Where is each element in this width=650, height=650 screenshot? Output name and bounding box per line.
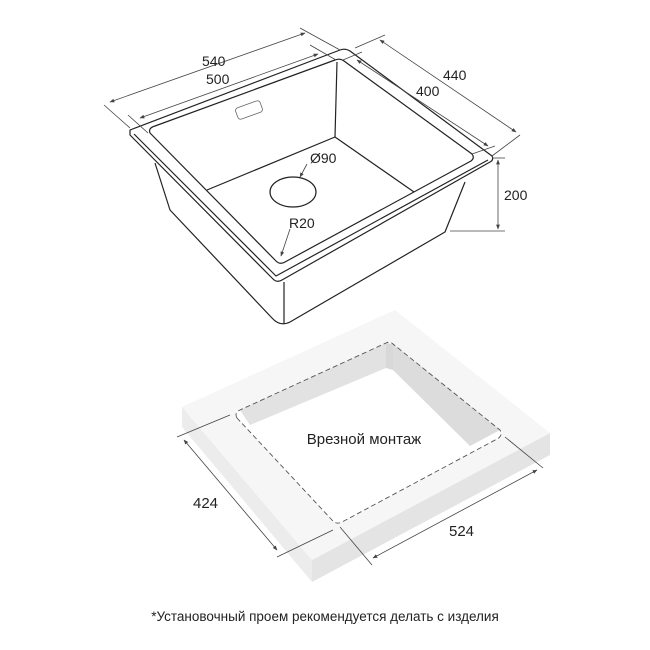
dim-524: 524: [449, 523, 474, 540]
slab-front-face: [312, 433, 550, 582]
dim-radius: R20: [289, 215, 315, 231]
cutout-label: Врезной монтаж: [307, 431, 421, 448]
dim-400: 400: [416, 83, 440, 99]
cutout-dashed-outline: [235, 341, 502, 524]
dim-200: 200: [504, 187, 528, 203]
dim-424: 424: [193, 495, 218, 512]
sink-body-outline: [154, 162, 466, 325]
brand-plate: [235, 100, 263, 120]
dim-500: 500: [206, 71, 230, 87]
sink-dimensions: 540 500 440 400 200 Ø90 R20: [103, 27, 528, 257]
dim-drain: Ø90: [310, 150, 337, 166]
cutout-dimensions: 424 524: [176, 414, 544, 566]
sink-rim-outer: [129, 48, 494, 282]
footnote: *Установочный проем рекомендуется делать…: [151, 609, 499, 624]
dim-440: 440: [443, 67, 467, 83]
countertop-illustration: Врезной монтаж: [182, 310, 550, 582]
drain-hole: [269, 176, 317, 208]
dim-540: 540: [202, 53, 226, 69]
